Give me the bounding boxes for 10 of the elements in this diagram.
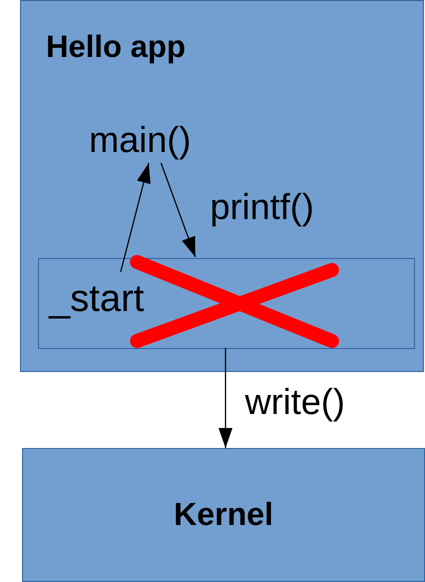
arrow [120,162,150,272]
app-panel [20,0,424,372]
function-label: main() [89,122,192,158]
box-title: Kernel [172,498,274,530]
function-label: _start [49,280,144,318]
arrow [160,162,196,258]
panel-title: Hello app [46,31,186,62]
library-box [38,258,415,349]
arrow [218,348,232,448]
kernel-box [22,448,425,582]
